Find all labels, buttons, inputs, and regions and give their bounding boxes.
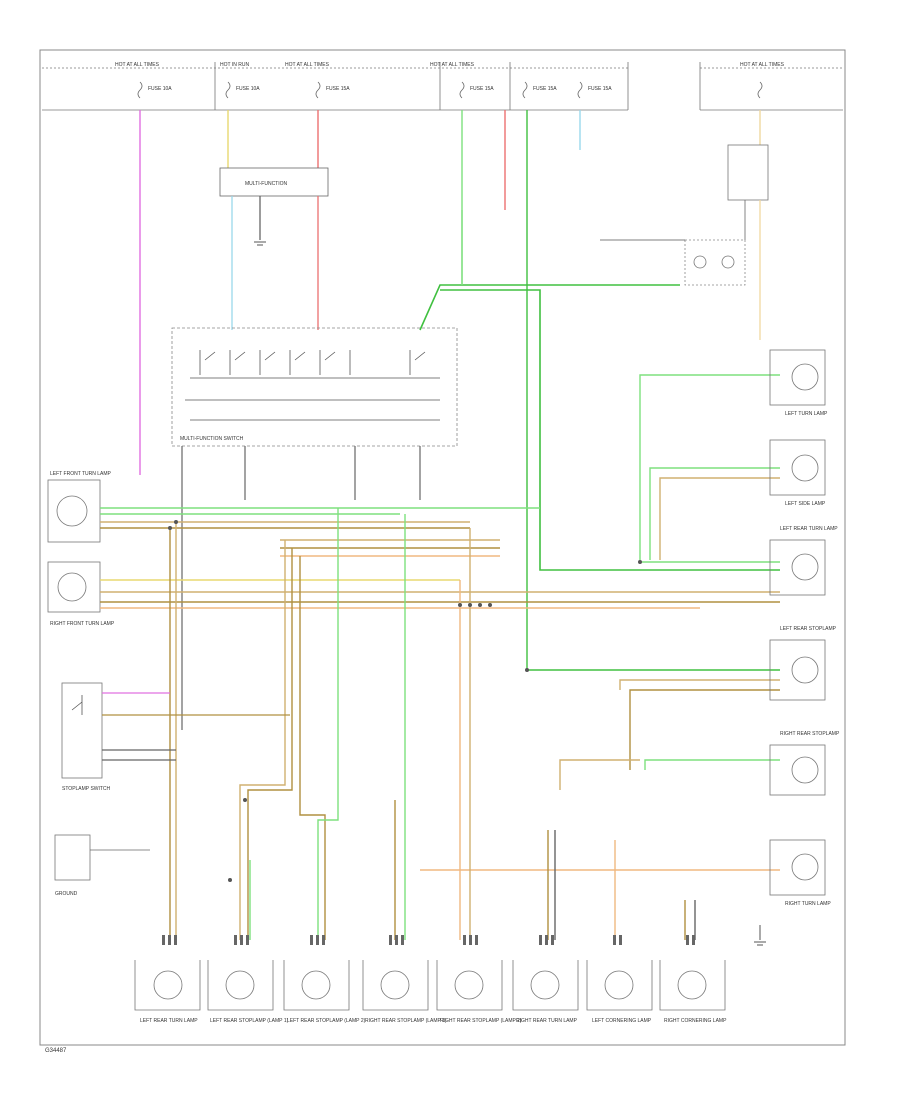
lamp-label: LEFT FRONT TURN LAMP <box>50 471 112 477</box>
right-lamp-column: LEFT TURN LAMP LEFT SIDE LAMP LEFT REAR … <box>769 349 840 907</box>
bottom-lamp <box>586 960 653 1011</box>
stoplamp-switch: STOPLAMP SWITCH <box>61 682 111 792</box>
lamp-label: RIGHT REAR STOPLAMP (LAMP 2) <box>440 1018 522 1024</box>
bottom-lamp <box>207 960 274 1011</box>
fuse-symbol <box>757 81 763 99</box>
multifunction-switch-label: MULTI-FUNCTION SWITCH <box>180 436 244 442</box>
green-bus <box>419 210 780 571</box>
right-lamp: RIGHT TURN LAMP <box>769 839 831 907</box>
lamp-label: RIGHT FRONT TURN LAMP <box>50 621 115 627</box>
right-lamp: LEFT TURN LAMP <box>769 349 828 417</box>
right-lamp: LEFT REAR TURN LAMP <box>769 526 838 596</box>
header-labels: HOT AT ALL TIMES HOT IN RUN HOT AT ALL T… <box>115 62 785 68</box>
relay-coil <box>721 255 735 269</box>
lamp-label: RIGHT REAR STOPLAMP (LAMP 1) <box>365 1018 447 1024</box>
multifunction-switch <box>171 327 458 447</box>
lamp-label: LEFT REAR STOPLAMP (LAMP 1) <box>210 1018 289 1024</box>
header-label: HOT AT ALL TIMES <box>285 62 330 68</box>
lamp-label: RIGHT REAR TURN LAMP <box>516 1018 578 1024</box>
lamp-label: LEFT REAR STOPLAMP (LAMP 2) <box>287 1018 366 1024</box>
fuse-symbol <box>137 81 143 99</box>
feed-wires <box>139 110 761 670</box>
relay-coil <box>693 255 707 269</box>
flasher-module <box>219 167 329 197</box>
lamp-label: LEFT REAR STOPLAMP <box>780 626 837 632</box>
bottom-lamp-labels: LEFT REAR TURN LAMP LEFT REAR STOPLAMP (… <box>140 1018 727 1024</box>
lamp-label: LEFT REAR TURN LAMP <box>140 1018 198 1024</box>
fuse-labels: FUSE 10A FUSE 10A FUSE 15A FUSE 15A FUSE… <box>148 86 612 92</box>
lamp-label: RIGHT TURN LAMP <box>785 901 831 907</box>
switch-label: STOPLAMP SWITCH <box>62 786 111 792</box>
diagram-border <box>39 49 846 1046</box>
bottom-lamp <box>283 960 350 1011</box>
fuse-label: FUSE 10A <box>148 86 172 92</box>
header-label: HOT IN RUN <box>220 62 249 68</box>
lamp-label: LEFT SIDE LAMP <box>785 501 826 507</box>
bottom-lamp <box>362 960 429 1011</box>
fuse-label: FUSE 15A <box>326 86 350 92</box>
fuse-row <box>137 81 763 99</box>
descender-wires <box>169 508 696 940</box>
ground-symbol <box>254 241 266 246</box>
ground-label: GROUND <box>55 891 78 897</box>
header-label: HOT AT ALL TIMES <box>430 62 475 68</box>
bottom-lamp <box>436 960 503 1011</box>
right-harness <box>420 374 780 871</box>
switch-box <box>727 144 769 201</box>
right-lamp: LEFT REAR STOPLAMP <box>769 626 837 701</box>
fuse-label: FUSE 15A <box>588 86 612 92</box>
lamp-label: LEFT CORNERING LAMP <box>592 1018 652 1024</box>
lamp-label: LEFT REAR TURN LAMP <box>780 526 838 532</box>
right-front-turn-lamp: RIGHT FRONT TURN LAMP <box>47 561 115 627</box>
fuse-label: FUSE 15A <box>533 86 557 92</box>
fuse-label: FUSE 15A <box>470 86 494 92</box>
ground-symbol <box>754 925 766 946</box>
connector-pins <box>162 935 695 945</box>
right-lamp: LEFT SIDE LAMP <box>769 439 826 507</box>
fuse-symbol <box>225 81 231 99</box>
fuse-symbol <box>315 81 321 99</box>
header-label: HOT AT ALL TIMES <box>115 62 160 68</box>
stoplamp-wires <box>102 692 290 761</box>
switch-output-wires <box>181 446 421 730</box>
bottom-lamp <box>512 960 579 1011</box>
header-label: HOT AT ALL TIMES <box>740 62 785 68</box>
lamp-label: LEFT TURN LAMP <box>785 411 828 417</box>
fuse-label: FUSE 10A <box>236 86 260 92</box>
right-lamp: RIGHT REAR STOPLAMP <box>769 731 840 796</box>
lamp-label: RIGHT REAR STOPLAMP <box>780 731 840 737</box>
aux-module <box>54 834 91 881</box>
flasher-label: MULTI-FUNCTION <box>245 181 288 187</box>
fuse-symbol <box>577 81 583 99</box>
bottom-lamp <box>134 960 201 1011</box>
bottom-lamp-row <box>134 960 726 1011</box>
splice-dots <box>168 520 642 882</box>
fuse-symbol <box>522 81 528 99</box>
relay-box <box>684 239 746 286</box>
harness-bundle <box>100 507 780 609</box>
left-front-turn-lamp: LEFT FRONT TURN LAMP <box>47 471 112 543</box>
fuse-symbol <box>459 81 465 99</box>
switch-contacts <box>185 350 440 421</box>
bottom-lamp <box>659 960 726 1011</box>
flasher-output-wires <box>231 196 319 330</box>
lamp-label: RIGHT CORNERING LAMP <box>664 1018 727 1024</box>
figure-id: G34487 <box>45 1048 67 1054</box>
